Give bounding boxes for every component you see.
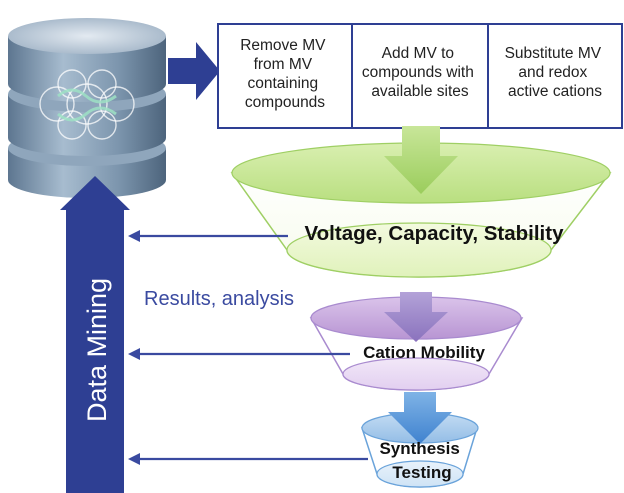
results-analysis-label: Results, analysis — [144, 288, 294, 310]
feedback-arrows — [128, 230, 368, 465]
data-mining-label: Data Mining — [82, 278, 112, 422]
data-mining-bar: Data Mining — [60, 176, 130, 493]
db-to-steps-arrow — [168, 42, 220, 100]
stage-synthesis-testing: Synthesis Testing — [379, 439, 464, 482]
molecule-icon — [39, 69, 135, 140]
feedback-arrow-screening — [128, 230, 288, 242]
purple-down-arrow — [384, 292, 448, 342]
step-boxes: Remove MV from MV containing compounds A… — [217, 23, 623, 129]
funnel-stage-screening: Voltage, Capacity, Stability — [230, 126, 612, 278]
funnel-stage-synthesis: Synthesis Testing — [360, 392, 479, 488]
stage-voltage-capacity-stability: Voltage, Capacity, Stability — [305, 222, 565, 245]
database-icon — [8, 18, 166, 198]
step-add-mv: Add MV to compounds with available sites — [362, 45, 478, 100]
stage-cation-mobility: Cation Mobility — [363, 343, 485, 362]
molecule-highlight-icon — [57, 88, 117, 122]
feedback-arrow-synthesis — [128, 453, 368, 465]
step-substitute-mv: Substitute MV and redox active cations — [505, 45, 606, 100]
funnel-stage-mobility: Cation Mobility — [309, 292, 524, 391]
green-down-arrow — [384, 126, 458, 194]
blue-down-arrow — [388, 392, 452, 444]
feedback-arrow-mobility — [128, 348, 350, 360]
step-remove-mv: Remove MV from MV containing compounds — [240, 37, 330, 111]
